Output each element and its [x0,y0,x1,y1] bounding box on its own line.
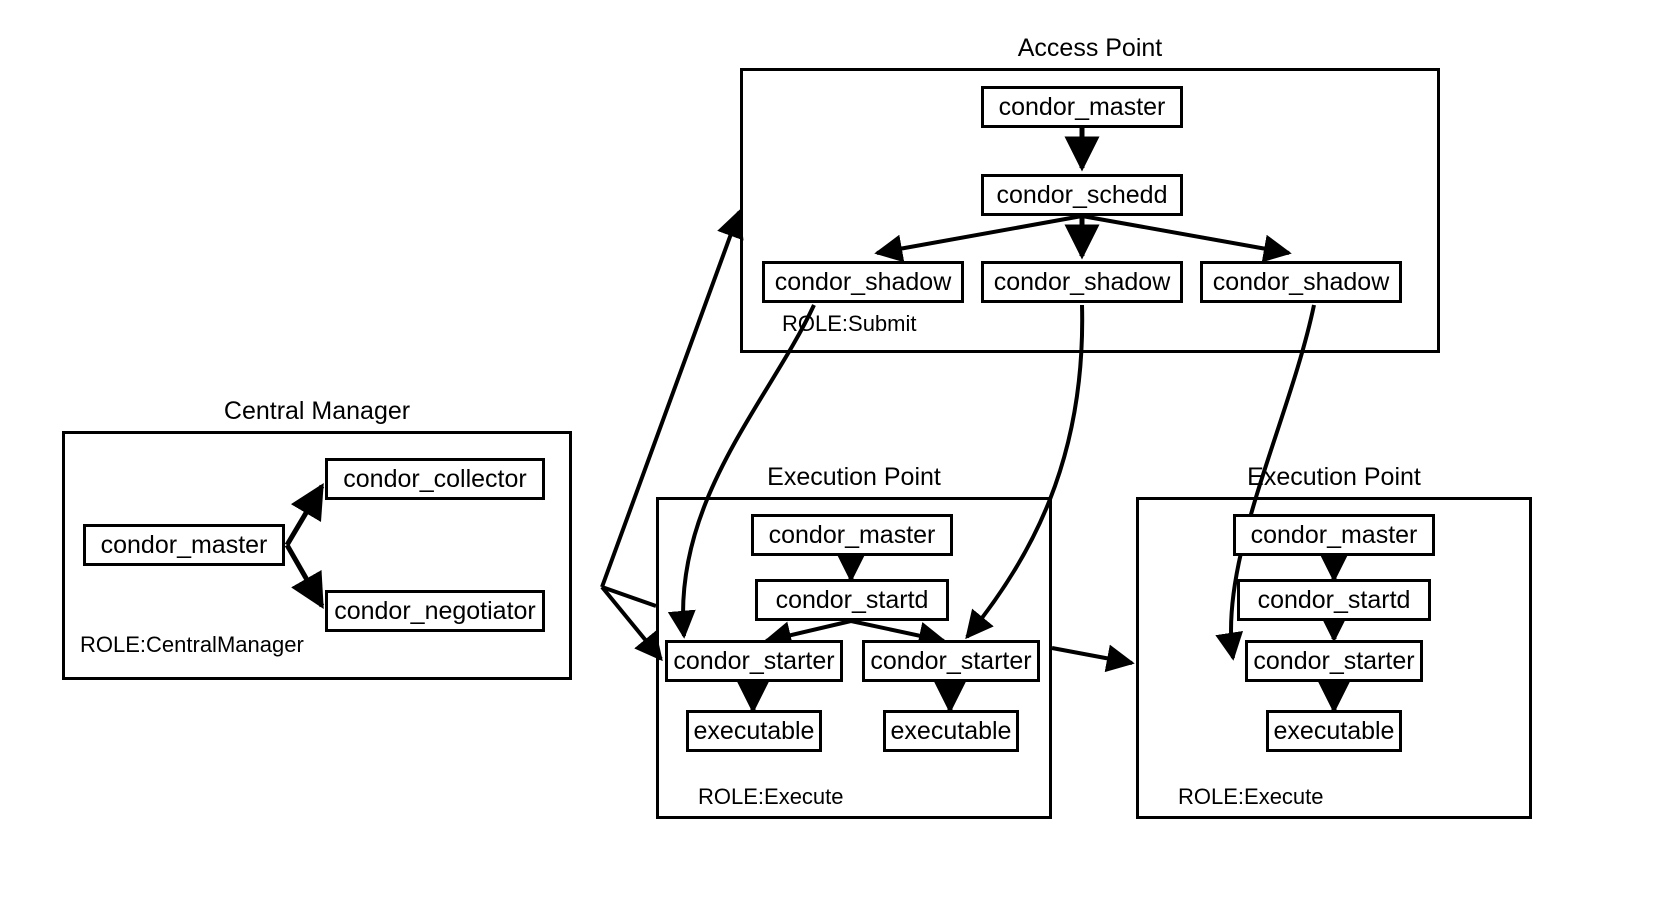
node-ap-condor-schedd[interactable]: condor_schedd [981,174,1183,216]
execution-point-left-role-label: ROLE:Execute [698,784,844,809]
node-cm-condor-collector[interactable]: condor_collector [325,458,545,500]
node-epl-condor-starter-1[interactable]: condor_starter [665,640,843,682]
central-manager-role-label: ROLE:CentralManager [80,632,304,657]
execution-point-right-role-label: ROLE:Execute [1178,784,1324,809]
node-ap-condor-shadow-2[interactable]: condor_shadow [981,261,1183,303]
node-epl-condor-startd[interactable]: condor_startd [755,579,949,621]
access-point-container [740,68,1440,353]
node-epl-executable-2[interactable]: executable [883,710,1019,752]
access-point-role-label: ROLE:Submit [782,311,917,336]
node-cm-condor-master[interactable]: condor_master [83,524,285,566]
node-epl-condor-master[interactable]: condor_master [751,514,953,556]
node-epr-condor-master[interactable]: condor_master [1233,514,1435,556]
node-epr-condor-startd[interactable]: condor_startd [1237,579,1431,621]
execution-point-left-container [656,497,1052,819]
execution-point-right-title: Execution Point [1247,463,1421,491]
edge-cm-to-execution-point-left-border [601,585,657,608]
node-epl-condor-starter-2[interactable]: condor_starter [862,640,1040,682]
execution-point-right-container [1136,497,1532,819]
node-cm-condor-negotiator[interactable]: condor_negotiator [325,590,545,632]
node-ap-condor-shadow-3[interactable]: condor_shadow [1200,261,1402,303]
node-epr-executable[interactable]: executable [1266,710,1402,752]
node-ap-condor-shadow-1[interactable]: condor_shadow [762,261,964,303]
node-epr-condor-starter[interactable]: condor_starter [1245,640,1423,682]
edge-epl-to-epr [1051,644,1135,673]
central-manager-title: Central Manager [223,397,411,425]
node-epl-executable-1[interactable]: executable [686,710,822,752]
edge-cm-to-execution-point-left-starter [600,585,663,662]
node-ap-condor-master[interactable]: condor_master [981,86,1183,128]
execution-point-left-title: Execution Point [767,463,941,491]
central-manager-container [62,431,572,680]
access-point-title: Access Point [1017,34,1163,62]
